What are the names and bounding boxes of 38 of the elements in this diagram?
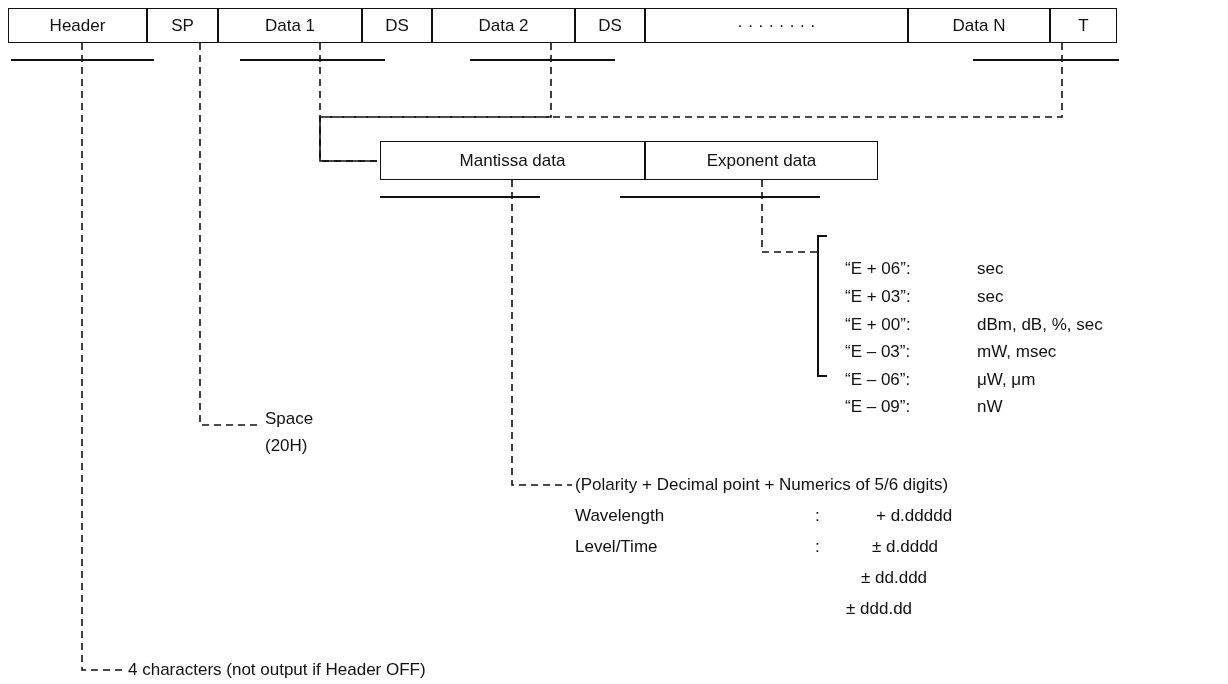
unit-text: dBm, dB, %, sec [977, 314, 1103, 336]
exponent-code: “E + 03”: [845, 286, 911, 308]
connector-line [761, 179, 819, 253]
note-text: Space (20H) [265, 405, 335, 459]
field-box: Data 2 [432, 8, 575, 43]
unit-text: sec [977, 286, 1004, 308]
unit-text: mW, msec [977, 341, 1057, 363]
field-box: Data 1 [218, 8, 362, 43]
connector-line [319, 42, 1063, 162]
format-text: Wavelength [575, 505, 665, 527]
field-box: SP [147, 8, 218, 43]
connector-line [511, 179, 573, 486]
format-text: : [815, 536, 820, 558]
format-text: : [815, 505, 820, 527]
unit-text: sec [977, 258, 1004, 280]
field-box: Header [8, 8, 147, 43]
exponent-code: “E – 03”: [845, 341, 911, 363]
unit-text: μW, μm [977, 369, 1036, 391]
connector-line [319, 42, 552, 162]
format-text: Level/Time [575, 536, 658, 558]
format-text: + d.ddddd [876, 505, 953, 527]
field-box: Data N [908, 8, 1050, 43]
field-box: DS [362, 8, 432, 43]
format-text: ± d.dddd [872, 536, 939, 558]
field-box: · · · · · · · · [645, 8, 908, 43]
exponent-code: “E – 06”: [845, 369, 911, 391]
field-box: Mantissa data [380, 141, 645, 180]
format-description: (Polarity + Decimal point + Numerics of 5/6 digits) [575, 474, 949, 496]
field-box: T [1050, 8, 1117, 43]
format-text: ± ddd.dd [846, 598, 913, 620]
exponent-code: “E – 09”: [845, 396, 911, 418]
unit-text: nW [977, 396, 1003, 418]
note-text: 4 characters (not output if Header OFF) [128, 659, 426, 681]
format-text: ± dd.ddd [861, 567, 928, 589]
exponent-code: “E + 00”: [845, 314, 911, 336]
field-box: Exponent data [645, 141, 878, 180]
field-box: DS [575, 8, 645, 43]
exponent-code: “E + 06”: [845, 258, 911, 280]
